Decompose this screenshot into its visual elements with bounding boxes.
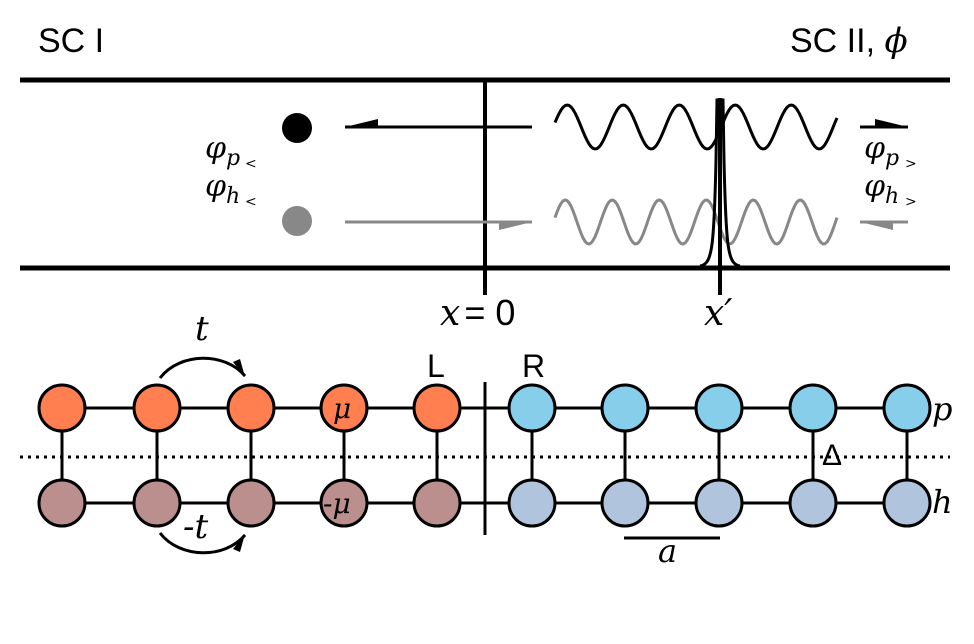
particle-row-label: p [932,390,952,428]
svg-text:φ: φ [864,169,885,204]
particle-site [882,383,932,433]
hopping-arrowhead-top [233,359,245,377]
chemical-potential-label: μ [333,392,351,425]
particle-site [507,383,557,433]
left-hole-amplitude-label: φ h < [205,169,257,210]
hole-site [37,478,87,528]
hopping-label: t [195,309,209,349]
particle-site [226,383,276,433]
interface-position-label: x= 0 [440,292,515,334]
svg-text:φ: φ [864,131,885,166]
source-position-label: x′ [704,293,732,334]
svg-text:<: < [245,156,257,172]
hole-site [600,478,650,528]
svg-text:>: > [905,194,917,210]
particle-sites [37,383,932,433]
hopping-arrowhead-bottom [233,534,245,552]
hole-site [132,478,182,528]
particle-wave [553,103,839,151]
delta-source-peak [699,98,741,268]
particle-site [37,383,87,433]
hole-site [319,478,369,528]
particle-site [600,383,650,433]
svg-text:>: > [905,156,917,172]
hopping-arrow-top [158,356,247,379]
hole-wave [553,198,839,246]
hole-site [694,478,744,528]
lattice-constant-label: a [658,532,677,570]
left-hole-arrowhead [499,222,532,230]
hopping-arrow-bottom [158,532,247,555]
neg-chemical-potential-label: -μ [323,487,351,520]
outgoing-particle-dot [282,113,312,143]
svg-text:φ: φ [205,131,226,166]
neg-hopping-label: -t [183,507,208,547]
hole-row-label: h [932,483,953,521]
right-particle-amplitude-label: φ p > [864,131,917,172]
hole-site [226,478,276,528]
particle-site [694,383,744,433]
particle-site [788,383,838,433]
hole-site [882,478,932,528]
right-hole-amplitude-label: φ h > [864,169,917,210]
outgoing-hole-dot [282,206,312,236]
svg-text:φ: φ [205,169,226,204]
particle-site [319,383,369,433]
svg-text:p: p [885,146,899,171]
sc1-label: SC I [38,22,104,60]
hole-site [412,478,462,528]
left-particle-amplitude-label: φ p < [205,131,257,172]
sc2-label: SC II, ϕ [790,21,908,61]
left-particle-arrowhead [345,119,378,127]
left-site-label: L [427,348,445,384]
svg-text:h: h [885,184,899,209]
hole-sites [37,478,932,528]
svg-text:<: < [245,194,257,210]
svg-text:h: h [226,184,240,209]
particle-site [412,383,462,433]
hole-site [788,478,838,528]
right-particle-arrowhead [875,119,908,127]
svg-text:p: p [226,146,240,171]
right-hole-arrowhead [860,222,893,230]
hole-site [507,478,557,528]
particle-site [132,383,182,433]
pairing-label: Δ [822,439,842,472]
right-site-label: R [522,348,545,384]
